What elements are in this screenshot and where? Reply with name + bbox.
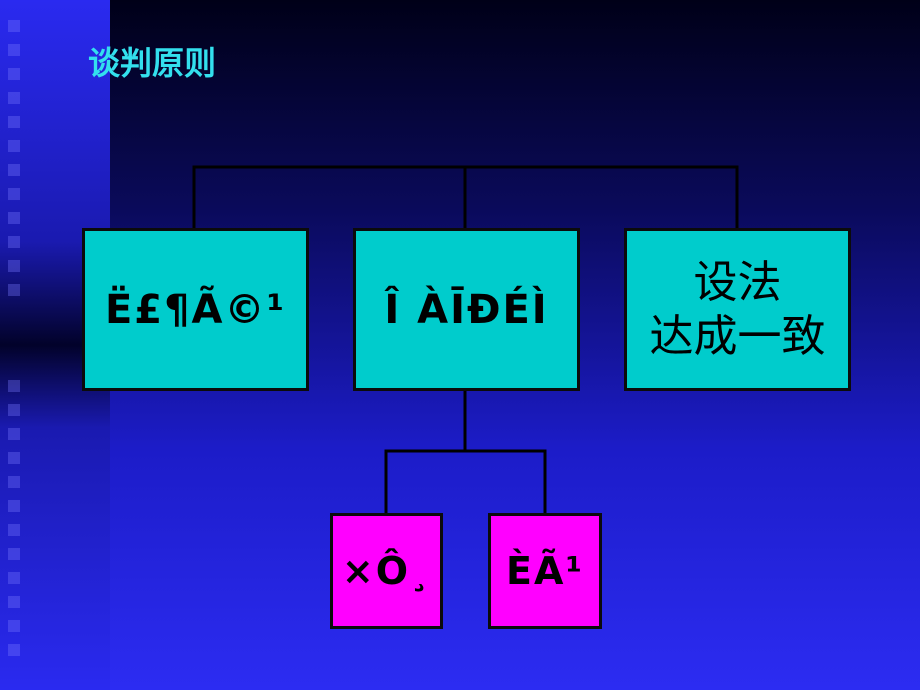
- decorative-square: [8, 164, 20, 176]
- decorative-square: [8, 524, 20, 536]
- slide-title: 谈判原则: [88, 44, 217, 82]
- decorative-square: [8, 428, 20, 440]
- bottom-box-right-label: ÈÃ¹: [505, 549, 584, 593]
- decorative-square: [8, 404, 20, 416]
- bottom-connector: [384, 449, 547, 513]
- decorative-square: [8, 452, 20, 464]
- decorative-square: [8, 236, 20, 248]
- bottom-box-left-label: ×Ô¸: [341, 549, 432, 593]
- top-box-right: 设法 达成一致: [624, 228, 851, 391]
- decorative-square: [8, 548, 20, 560]
- decorative-square: [8, 212, 20, 224]
- decorative-square: [8, 68, 20, 80]
- decorative-square: [8, 380, 20, 392]
- decorative-square: [8, 92, 20, 104]
- decorative-square: [8, 476, 20, 488]
- decorative-square: [8, 260, 20, 272]
- decorative-square: [8, 116, 20, 128]
- decorative-square: [8, 140, 20, 152]
- decorative-square: [8, 500, 20, 512]
- decorative-square: [8, 188, 20, 200]
- top-box-right-label: 设法 达成一致: [649, 256, 826, 362]
- decorative-square: [8, 284, 20, 296]
- decorative-square: [8, 644, 20, 656]
- decorative-square: [8, 620, 20, 632]
- bottom-box-right: ÈÃ¹: [488, 513, 602, 629]
- decorative-square: [8, 44, 20, 56]
- top-box-left: Ë£¶Ã©¹: [82, 228, 309, 391]
- decorative-square: [8, 572, 20, 584]
- decorative-square: [8, 20, 20, 32]
- top-box-middle: Î ÀĪÐÉÌ: [353, 228, 580, 391]
- top-box-left-label: Ë£¶Ã©¹: [104, 286, 287, 333]
- bottom-box-left: ×Ô¸: [330, 513, 443, 629]
- decorative-square: [8, 596, 20, 608]
- top-box-middle-label: Î ÀĪÐÉÌ: [384, 286, 549, 333]
